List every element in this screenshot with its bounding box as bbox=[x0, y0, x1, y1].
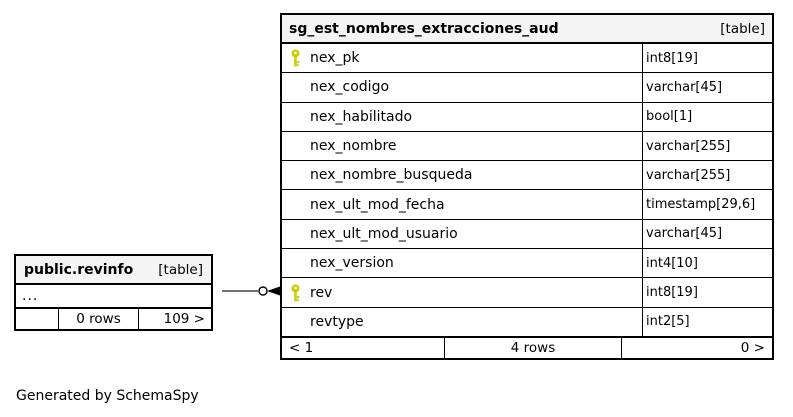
column-type: bool[1] bbox=[642, 102, 772, 131]
column-name: nex_ult_mod_usuario bbox=[310, 225, 458, 242]
column-row-nex_pk: nex_pk int8[19] bbox=[282, 44, 772, 73]
zero-or-one-circle-marker bbox=[258, 286, 268, 296]
related-table-parents-count bbox=[16, 309, 58, 329]
table-node-public.revinfo[interactable]: public.revinfo [table] ... 0 rows 109 > bbox=[14, 254, 213, 331]
column-name-cell: nex_habilitado bbox=[282, 103, 642, 131]
column-row-nex_nombre: nex_nombre varchar[255] bbox=[282, 130, 772, 161]
main-table-title[interactable]: sg_est_nombres_extracciones_aud bbox=[289, 20, 559, 37]
primary-key-icon bbox=[289, 49, 301, 67]
column-type: timestamp[29,6] bbox=[642, 190, 772, 219]
main-table-children-count: 0 > bbox=[621, 337, 772, 358]
related-table-collapsed-columns: ... bbox=[22, 288, 39, 304]
column-name: nex_nombre bbox=[310, 138, 397, 155]
column-row-revtype: revtype int2[5] bbox=[282, 306, 772, 336]
column-name: nex_pk bbox=[310, 50, 360, 67]
column-type: int2[5] bbox=[642, 307, 772, 336]
main-table-footer: < 1 4 rows 0 > bbox=[282, 335, 772, 358]
column-name-cell: rev bbox=[282, 278, 642, 306]
related-table-footer: 0 rows 109 > bbox=[16, 307, 211, 329]
column-name-cell: nex_nombre_busqueda bbox=[282, 161, 642, 189]
column-type: int4[10] bbox=[642, 249, 772, 278]
column-name: nex_version bbox=[310, 255, 394, 272]
column-name-cell: nex_ult_mod_fecha bbox=[282, 190, 642, 218]
related-table-children-count: 109 > bbox=[138, 309, 211, 329]
column-name-cell: nex_pk bbox=[282, 44, 642, 72]
column-type: varchar[45] bbox=[642, 219, 772, 249]
related-table-row-count: 0 rows bbox=[58, 309, 138, 329]
column-name: rev bbox=[310, 284, 333, 301]
column-type: int8[19] bbox=[642, 278, 772, 307]
main-table-type-badge: [table] bbox=[720, 20, 765, 37]
primary-key-icon bbox=[289, 283, 301, 302]
column-name-cell: nex_nombre bbox=[282, 132, 642, 160]
table-node-sg_est_nombres_extracciones_aud[interactable]: sg_est_nombres_extracciones_aud [table] … bbox=[280, 13, 774, 360]
main-table-parents-count: < 1 bbox=[289, 339, 314, 356]
related-table-header: public.revinfo [table] bbox=[16, 256, 211, 285]
column-name: revtype bbox=[310, 313, 364, 330]
column-name-cell: revtype bbox=[282, 308, 642, 336]
column-name: nex_habilitado bbox=[310, 108, 413, 125]
column-row-nex_version: nex_version int4[10] bbox=[282, 248, 772, 278]
column-row-nex_habilitado: nex_habilitado bool[1] bbox=[282, 101, 772, 131]
column-row-nex_nombre_busqueda: nex_nombre_busqueda varchar[255] bbox=[282, 160, 772, 190]
column-type: int8[19] bbox=[642, 44, 772, 73]
column-type: varchar[255] bbox=[642, 131, 772, 161]
column-row-nex_codigo: nex_codigo varchar[45] bbox=[282, 72, 772, 102]
relationship-connector bbox=[222, 286, 280, 296]
column-type: varchar[45] bbox=[642, 73, 772, 102]
column-row-nex_ult_mod_fecha: nex_ult_mod_fecha timestamp[29,6] bbox=[282, 189, 772, 219]
column-name: nex_codigo bbox=[310, 79, 390, 96]
column-name-cell: nex_codigo bbox=[282, 73, 642, 101]
column-name-cell: nex_ult_mod_usuario bbox=[282, 220, 642, 248]
main-table-row-count: 4 rows bbox=[444, 337, 621, 358]
main-table-header: sg_est_nombres_extracciones_aud [table] bbox=[282, 15, 772, 44]
related-table-title[interactable]: public.revinfo bbox=[24, 261, 134, 278]
arrowhead-marker bbox=[267, 286, 280, 296]
generated-by-note: Generated by SchemaSpy bbox=[16, 388, 199, 404]
column-row-nex_ult_mod_usuario: nex_ult_mod_usuario varchar[45] bbox=[282, 218, 772, 249]
column-name: nex_ult_mod_fecha bbox=[310, 196, 445, 213]
related-table-type-badge: [table] bbox=[158, 261, 203, 278]
column-name-cell: nex_version bbox=[282, 249, 642, 277]
column-name: nex_nombre_busqueda bbox=[310, 167, 473, 184]
column-type: varchar[255] bbox=[642, 161, 772, 190]
column-row-rev: rev int8[19] bbox=[282, 277, 772, 307]
